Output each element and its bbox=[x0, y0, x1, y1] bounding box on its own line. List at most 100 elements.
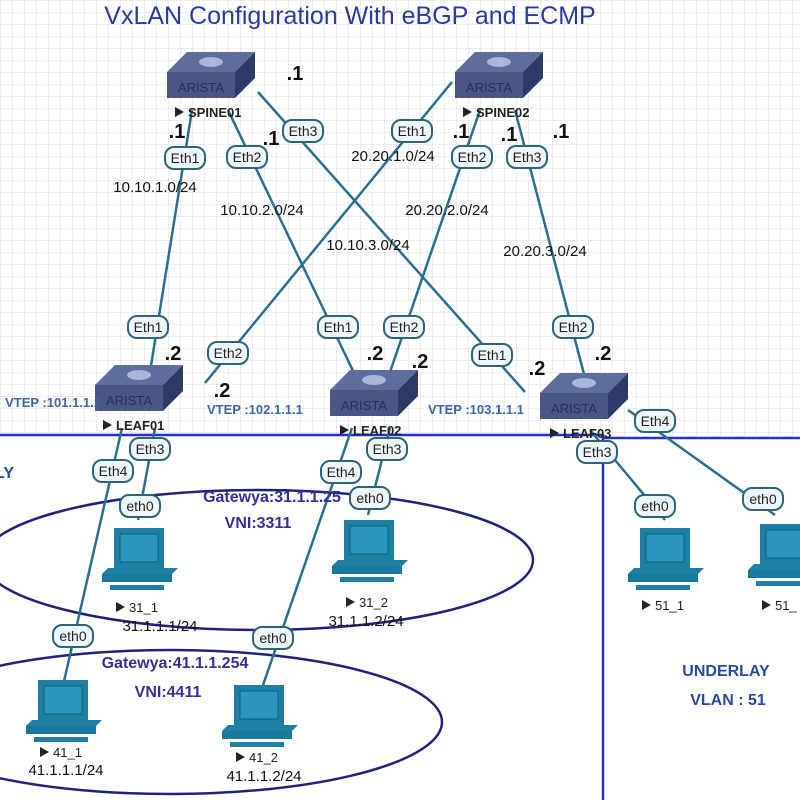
pc-keyboard bbox=[222, 725, 298, 731]
host-pc-31_1[interactable]: 31_1 31.1.1.1/24 bbox=[102, 528, 198, 635]
switch-front-face bbox=[455, 72, 523, 98]
port-badge-eth2: Eth2 bbox=[383, 315, 425, 339]
vni-4411-ellipse bbox=[0, 648, 444, 796]
switch-logo-icon bbox=[127, 370, 151, 380]
port-badge-frame bbox=[366, 437, 408, 461]
host-pc-41_2[interactable]: 41_241.1.1.2/24 bbox=[222, 685, 302, 785]
port-badge-frame bbox=[129, 437, 171, 461]
port-label: Eth4 bbox=[99, 463, 128, 479]
port-badge-eth1: Eth1 bbox=[471, 343, 513, 367]
port-badge-eth1: Eth1 bbox=[317, 315, 359, 339]
leaf02-switch[interactable]: ARISTA LEAF02 bbox=[330, 370, 418, 438]
port-label: Eth1 bbox=[134, 319, 163, 335]
port-badge-eth4: Eth4 bbox=[634, 409, 676, 433]
brand-logo: ARISTA bbox=[466, 80, 512, 95]
subnet-label: 10.10.1.0/24 bbox=[113, 179, 196, 196]
port-badge-eth0: eth0 bbox=[742, 487, 784, 511]
vni-3311-gateway: Gatewya:31.1.1.25 bbox=[203, 489, 341, 506]
pc-screen bbox=[765, 529, 800, 559]
port-badge-frame bbox=[119, 494, 161, 518]
pc-base bbox=[102, 574, 172, 582]
port-badge-frame bbox=[383, 315, 425, 339]
port-badge-frame bbox=[552, 315, 594, 339]
port-badge-frame bbox=[471, 343, 513, 367]
port-badge-frame bbox=[320, 460, 362, 484]
switch-front-face bbox=[330, 390, 398, 416]
expand-arrow-icon bbox=[463, 107, 472, 117]
switch-front-face bbox=[167, 72, 235, 98]
pc-keyboard bbox=[26, 720, 102, 726]
port-badge-frame bbox=[207, 341, 249, 365]
port-label: Eth4 bbox=[327, 464, 356, 480]
leaf-ip-octet: .2 bbox=[214, 380, 231, 402]
port-badge-frame bbox=[391, 119, 433, 143]
port-label: Eth3 bbox=[373, 441, 402, 457]
port-label: Eth2 bbox=[390, 319, 419, 335]
port-badge-frame bbox=[282, 119, 324, 143]
pc-stand bbox=[340, 577, 394, 582]
port-label: eth0 bbox=[749, 491, 776, 507]
pc-keyboard bbox=[628, 568, 704, 574]
host-ip: 41.1.1.2/24 bbox=[226, 768, 301, 785]
port-label: Eth1 bbox=[478, 347, 507, 363]
port-badge-eth4: Eth4 bbox=[320, 460, 362, 484]
vni-4411-gateway: Gatewya:41.1.1.254 bbox=[102, 655, 249, 672]
port-badge-eth4: Eth4 bbox=[92, 459, 134, 483]
switch-side-face bbox=[398, 370, 418, 416]
port-label: Eth2 bbox=[233, 149, 262, 165]
port-label: Eth3 bbox=[583, 444, 612, 460]
switch-logo-icon bbox=[487, 57, 511, 67]
port-label: eth0 bbox=[259, 630, 286, 646]
port-label: Eth1 bbox=[324, 319, 353, 335]
pc-keyboard bbox=[332, 560, 408, 566]
port-badge-eth1: Eth1 bbox=[391, 119, 433, 143]
pc-stand bbox=[230, 742, 284, 747]
expand-arrow-icon bbox=[175, 107, 184, 117]
brand-logo: ARISTA bbox=[341, 398, 387, 413]
port-badge-eth0: eth0 bbox=[634, 494, 676, 518]
spine02-switch[interactable]: ARISTA SPINE02 bbox=[455, 52, 543, 120]
host-pc-51_[interactable]: 51_ bbox=[748, 524, 800, 613]
spine02-label: SPINE02 bbox=[476, 105, 529, 120]
host-pc-51_1[interactable]: 51_1 bbox=[628, 528, 704, 613]
host-ip: 31.1.1.1/24 bbox=[122, 618, 197, 635]
spine-ip-octet: .1 bbox=[287, 63, 304, 85]
port-badge-eth3: Eth3 bbox=[506, 145, 548, 169]
expand-arrow-icon bbox=[346, 597, 355, 607]
left-zone-label-partial: LY bbox=[0, 465, 14, 482]
port-label: eth0 bbox=[356, 490, 383, 506]
port-badge-frame bbox=[349, 486, 391, 510]
leaf02-label: LEAF02 bbox=[353, 423, 401, 438]
host-pc-31_2[interactable]: 31_231.1.1.2/24 bbox=[328, 520, 408, 630]
subnet-label: 20.20.3.0/24 bbox=[503, 243, 586, 260]
port-label: Eth3 bbox=[513, 149, 542, 165]
brand-logo: ARISTA bbox=[178, 80, 224, 95]
port-badge-frame bbox=[576, 440, 618, 464]
leaf-ip-octet: .2 bbox=[595, 343, 612, 365]
port-badge-eth1: Eth1 bbox=[164, 146, 206, 170]
port-label: Eth1 bbox=[171, 150, 200, 166]
spine01-label: SPINE01 bbox=[188, 105, 241, 120]
pc-base bbox=[628, 574, 698, 582]
leaf01-label: LEAF01 bbox=[116, 418, 164, 433]
pc-base bbox=[748, 570, 800, 578]
pc-screen bbox=[645, 533, 685, 563]
port-label: Eth2 bbox=[214, 345, 243, 361]
pc-stand bbox=[756, 581, 800, 586]
port-badge-eth3: Eth3 bbox=[366, 437, 408, 461]
expand-arrow-icon bbox=[642, 600, 651, 610]
host-pc-41_1[interactable]: 41_141.1.1.1/24 bbox=[26, 680, 104, 779]
vni-4411-label: VNI:4411 bbox=[135, 684, 202, 701]
leaf-ip-octet: .2 bbox=[412, 351, 429, 373]
port-badge-eth0: eth0 bbox=[119, 494, 161, 518]
port-label: Eth2 bbox=[559, 319, 588, 335]
host-name: 31_1 bbox=[129, 600, 158, 615]
switch-logo-icon bbox=[362, 375, 386, 385]
subnet-label: 10.10.2.0/24 bbox=[220, 202, 303, 219]
underlay-vlan: VLAN : 51 bbox=[690, 692, 766, 709]
spine01-switch[interactable]: ARISTA SPINE01 bbox=[167, 52, 255, 120]
port-badge-frame bbox=[252, 626, 294, 650]
